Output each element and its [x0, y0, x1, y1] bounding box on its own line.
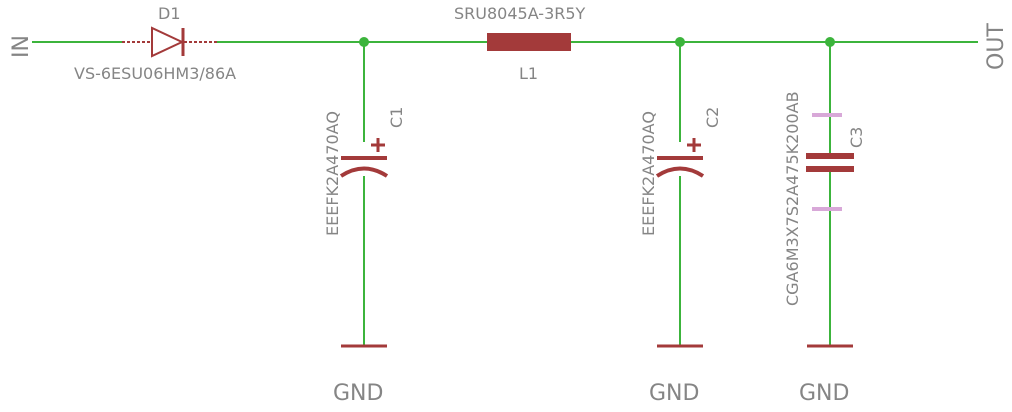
d1-ref: D1	[158, 4, 181, 23]
capacitor-plate	[806, 153, 854, 159]
capacitor-c1	[339, 138, 389, 178]
c3-ref: C3	[847, 127, 866, 148]
c1-value: EEEFK2A470AQ	[323, 111, 342, 236]
port-in-label: IN	[9, 35, 34, 58]
port-out-label: OUT	[984, 23, 1009, 70]
diode-symbol	[151, 26, 185, 58]
c3-value: CGA6M3X7S2A475K200AB	[783, 91, 802, 306]
ground-label: GND	[649, 381, 699, 406]
capacitor-curved-plate	[339, 166, 389, 178]
capacitor-c3	[806, 113, 854, 211]
c1-ref: C1	[387, 107, 406, 128]
junctions	[359, 37, 835, 47]
capacitor-plate	[806, 166, 854, 172]
l1-ref: L1	[519, 64, 538, 83]
ground-label: GND	[799, 381, 849, 406]
c2-ref: C2	[703, 107, 722, 128]
inductor-l1-body	[487, 33, 571, 51]
junction-dot	[825, 37, 835, 47]
capacitor-c2	[655, 138, 705, 178]
diode-d1	[122, 26, 217, 58]
d1-value: VS-6ESU06HM3/86A	[74, 64, 236, 83]
l1-value: SRU8045A-3R5Y	[454, 4, 586, 23]
pin-marker	[812, 207, 842, 211]
pin-marker	[812, 113, 842, 117]
junction-dot	[359, 37, 369, 47]
junction-dot	[675, 37, 685, 47]
wires	[32, 41, 978, 345]
capacitor-curved-plate	[655, 166, 705, 178]
ground-label: GND	[333, 381, 383, 406]
c2-value: EEEFK2A470AQ	[639, 111, 658, 236]
